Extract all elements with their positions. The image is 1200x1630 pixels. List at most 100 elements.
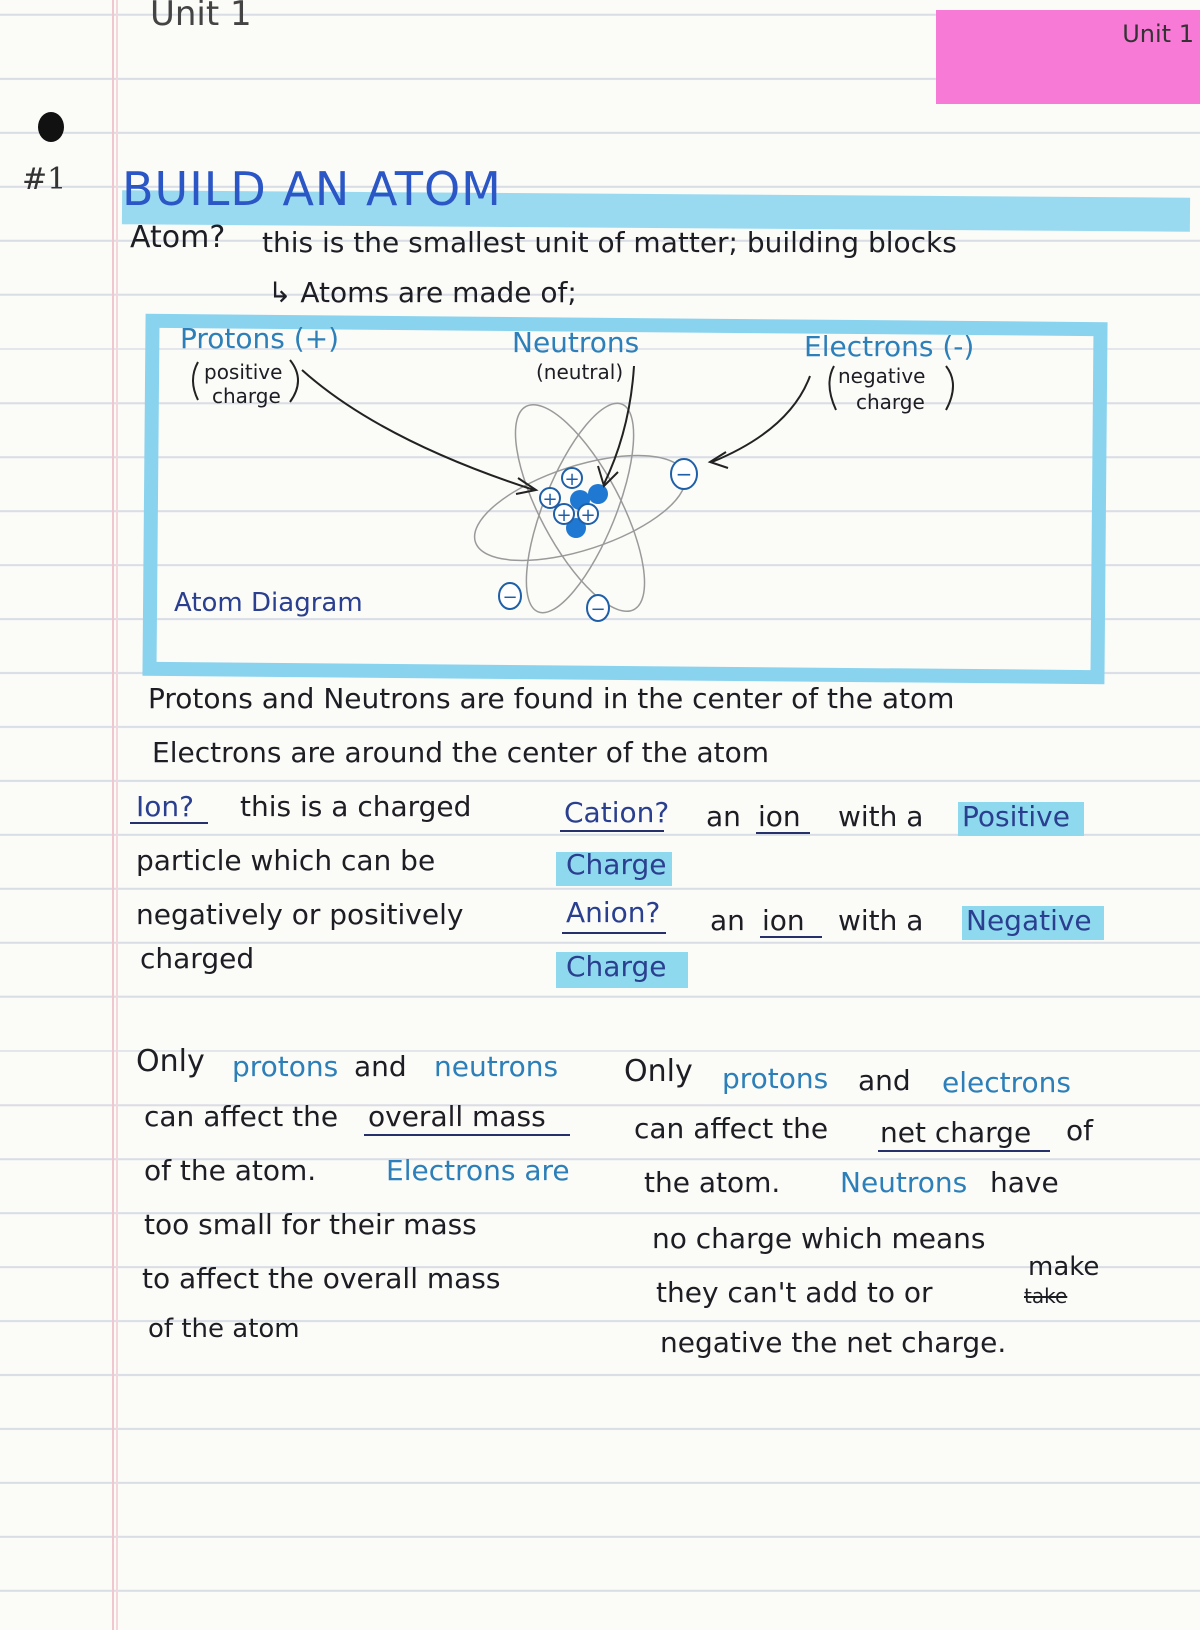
mass-line-5: to affect the overall mass (142, 1262, 501, 1295)
sticky-tab (936, 10, 1200, 104)
mass-neutrons: neutrons (434, 1050, 559, 1083)
mass-and: and (354, 1050, 407, 1083)
anion-charge: Charge (566, 950, 667, 983)
atom-definition: this is the smallest unit of matter; bui… (262, 226, 957, 259)
margin-line (112, 0, 114, 1630)
neutrons-arrowhead (597, 465, 619, 488)
anion-def-an: an (710, 904, 745, 937)
mass-overall-mass: overall mass (368, 1100, 546, 1133)
mass-protons: protons (232, 1050, 339, 1083)
cation-highlight-2 (556, 852, 672, 886)
atom-term: Atom? (130, 220, 226, 255)
ion-underline (130, 822, 208, 824)
charge-electrons: electrons (942, 1066, 1071, 1099)
charge-net-charge: net charge (880, 1116, 1032, 1149)
proton: + (553, 503, 575, 526)
svg-text:+: + (564, 469, 579, 490)
electron: − (670, 458, 698, 490)
proton: + (539, 487, 561, 510)
cation-ion-underline (756, 832, 810, 834)
electrons-note-bracket-left (828, 365, 837, 411)
mass-line-2a: can affect the (144, 1100, 339, 1133)
anion-highlight-1 (962, 906, 1104, 940)
mass-line-3a: of the atom. (144, 1154, 317, 1187)
charge-of: of (1066, 1114, 1093, 1147)
protons-note-1: positive (204, 360, 283, 384)
charge-protons: protons (722, 1062, 829, 1095)
charge-have: have (990, 1166, 1059, 1199)
ion-def-4: charged (140, 942, 255, 975)
unit-label-left: Unit 1 (150, 0, 252, 34)
neutrons-arrow (603, 365, 635, 485)
electron: − (498, 582, 522, 610)
entry-number: #1 (22, 162, 67, 197)
charge-line-4: no charge which means (652, 1222, 986, 1255)
cation-highlight-1 (958, 802, 1084, 836)
electrons-label: Electrons (-) (804, 330, 975, 363)
neutrons-label: Neutrons (512, 326, 640, 359)
svg-text:−: − (676, 462, 693, 486)
charge-inserted-word: make (1028, 1252, 1100, 1282)
binder-hole (38, 112, 64, 142)
proton: + (577, 503, 599, 526)
anion-underline (562, 932, 666, 934)
charge-and: and (858, 1064, 911, 1097)
ion-term: Ion? (136, 790, 194, 823)
electrons-arrow (711, 375, 811, 463)
mass-electrons: Electrons are (386, 1154, 570, 1187)
cation-positive: Positive (962, 800, 1070, 833)
mass-only: Only (136, 1044, 205, 1079)
protons-note-bracket-right (289, 359, 299, 403)
charge-line-6: negative the net charge. (660, 1326, 1007, 1359)
electrons-note-1: negative (838, 364, 926, 388)
orbit-2 (514, 403, 646, 613)
cation-def-ion: ion (758, 800, 801, 833)
electrons-note-bracket-right (945, 365, 954, 411)
protons-note-bracket-left (192, 361, 199, 401)
cation-charge: Charge (566, 848, 667, 881)
protons-label: Protons (+) (180, 322, 340, 355)
svg-text:+: + (580, 505, 595, 526)
protons-note-2: charge (212, 384, 281, 408)
anion-def-ion: ion (762, 904, 805, 937)
protons-arrow (301, 369, 535, 491)
ion-def-3: negatively or positively (136, 898, 464, 931)
anion-highlight-2 (556, 952, 688, 988)
overall-mass-underline (364, 1134, 570, 1136)
page-title: BUILD AN ATOM (122, 162, 502, 216)
svg-text:+: + (542, 489, 557, 510)
fact-line-2: Electrons are around the center of the a… (152, 736, 769, 769)
neutron (588, 484, 608, 504)
cation-term: Cation? (564, 796, 670, 829)
anion-ion-underline (760, 936, 822, 938)
anion-negative: Negative (966, 904, 1092, 937)
cation-def-an: an (706, 800, 741, 833)
svg-text:−: − (502, 587, 517, 608)
anion-term: Anion? (566, 896, 661, 929)
charge-struck-word: take (1024, 1284, 1068, 1308)
margin-line-inner (116, 0, 118, 1630)
ion-def-1: this is a charged (240, 790, 472, 823)
charge-line-3a: the atom. (644, 1166, 781, 1199)
electrons-arrowhead (707, 451, 729, 469)
fact-line-1: Protons and Neutrons are found in the ce… (148, 682, 955, 715)
proton: + (561, 467, 583, 490)
mass-line-4: too small for their mass (144, 1208, 477, 1241)
charge-only: Only (624, 1054, 693, 1089)
neutron (566, 518, 586, 538)
cation-underline (560, 830, 664, 832)
unit-label-tab: Unit 1 (1122, 20, 1194, 48)
net-charge-underline (878, 1150, 1050, 1152)
ion-def-2: particle which can be (136, 844, 436, 877)
charge-neutrons: Neutrons (840, 1166, 968, 1199)
svg-text:+: + (556, 505, 571, 526)
diagram-caption: Atom Diagram (174, 588, 363, 618)
svg-text:−: − (590, 599, 605, 620)
electrons-note-2: charge (856, 390, 925, 414)
mass-line-6: of the atom (148, 1314, 300, 1344)
atoms-made-of: ↳ Atoms are made of; (268, 276, 577, 309)
neutrons-note: (neutral) (536, 360, 624, 384)
anion-def-with: with a (838, 904, 924, 937)
charge-line-5: they can't add to or (656, 1276, 933, 1309)
